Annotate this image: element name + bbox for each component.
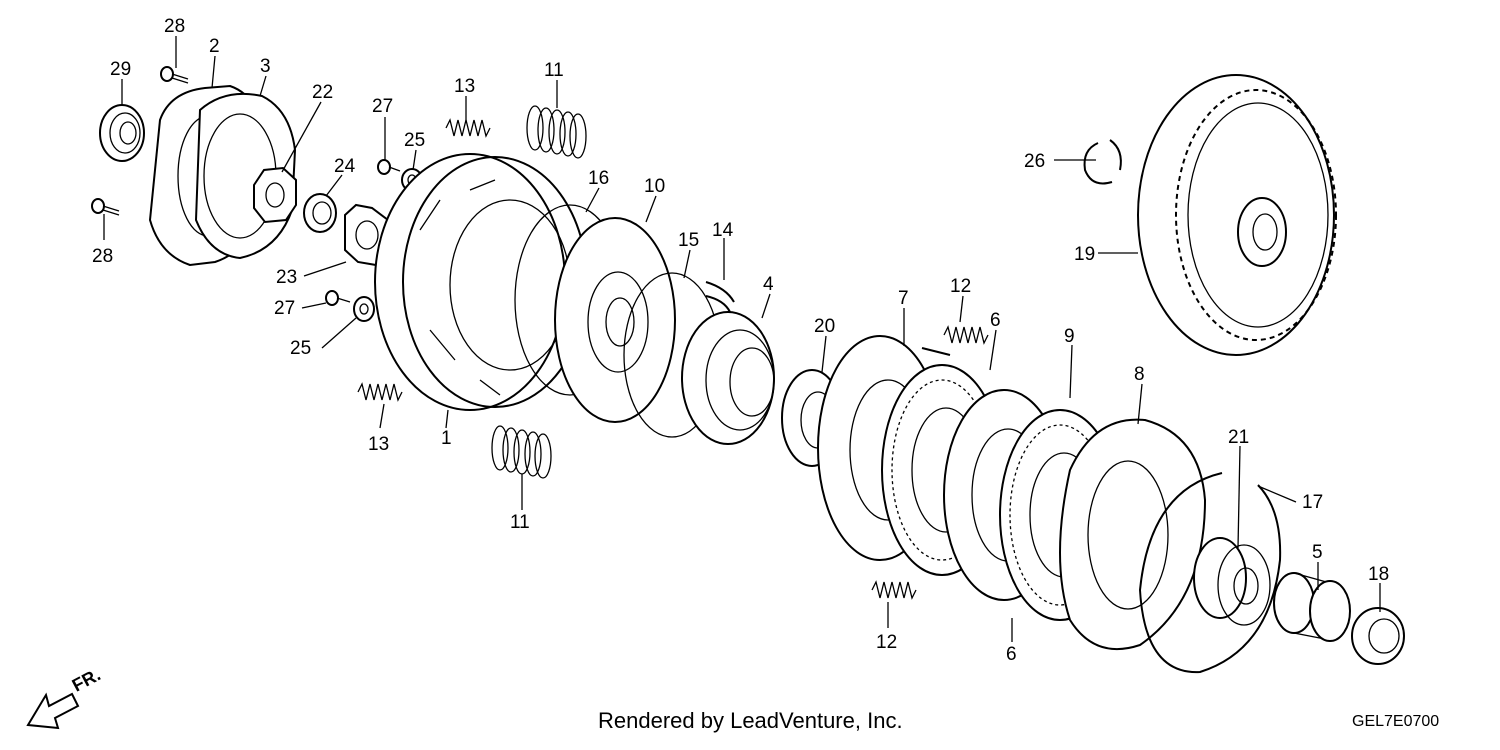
part-spring-11-lower bbox=[491, 425, 552, 479]
callout-17: 17 bbox=[1302, 492, 1323, 513]
leader-lines bbox=[103, 36, 1381, 642]
part-nut-22 bbox=[253, 166, 297, 224]
callout-10: 10 bbox=[644, 176, 665, 197]
part-clip-14 bbox=[705, 281, 735, 313]
callout-11-lower: 11 bbox=[510, 512, 530, 533]
part-plate-10 bbox=[554, 217, 676, 423]
part-end-plate-8 bbox=[1059, 418, 1207, 651]
callout-14: 14 bbox=[712, 220, 734, 241]
callout-20: 20 bbox=[814, 316, 835, 337]
render-credit: Rendered by LeadVenture, Inc. bbox=[598, 708, 903, 733]
front-direction-arrow-icon bbox=[26, 692, 80, 730]
part-spring-13-upper bbox=[445, 118, 491, 138]
callout-1: 1 bbox=[441, 428, 452, 449]
callout-9: 9 bbox=[1064, 326, 1075, 347]
callout-13-lower: 13 bbox=[368, 434, 389, 455]
callout-2: 2 bbox=[209, 36, 220, 57]
callout-28-lower: 28 bbox=[92, 246, 113, 267]
callout-13-upper: 13 bbox=[454, 76, 475, 97]
callout-18: 18 bbox=[1368, 564, 1389, 585]
callout-3: 3 bbox=[260, 56, 271, 77]
callout-26: 26 bbox=[1024, 151, 1045, 172]
callout-7: 7 bbox=[898, 288, 909, 309]
part-circlip-26 bbox=[1083, 139, 1122, 185]
callout-29: 29 bbox=[110, 59, 131, 80]
callout-27-lower: 27 bbox=[274, 298, 295, 319]
callout-5: 5 bbox=[1312, 542, 1323, 563]
part-driven-gear-19 bbox=[1137, 74, 1337, 356]
part-spring-12-lower bbox=[871, 580, 917, 600]
callout-6-lower: 6 bbox=[1006, 644, 1017, 665]
part-spring-12-upper bbox=[943, 325, 989, 345]
part-snap-ring-17 bbox=[1138, 472, 1282, 674]
callout-4: 4 bbox=[763, 274, 774, 295]
callout-25-upper: 25 bbox=[404, 130, 425, 151]
callout-23: 23 bbox=[276, 267, 297, 288]
part-collar-18 bbox=[1351, 607, 1405, 665]
callout-22: 22 bbox=[312, 82, 333, 103]
part-bolt-28-lower bbox=[91, 198, 120, 216]
callout-21: 21 bbox=[1228, 427, 1249, 448]
part-washer-24 bbox=[303, 193, 337, 233]
callout-12-upper: 12 bbox=[950, 276, 971, 297]
callout-labels: 28 2 3 29 22 27 13 11 25 24 16 10 26 28 … bbox=[92, 16, 1389, 665]
callout-6-upper: 6 bbox=[990, 310, 1001, 331]
callout-24: 24 bbox=[334, 156, 356, 177]
callout-27-upper: 27 bbox=[372, 96, 393, 117]
callout-19: 19 bbox=[1074, 244, 1095, 265]
callout-8: 8 bbox=[1134, 364, 1145, 385]
part-bolt-28-upper bbox=[160, 66, 189, 84]
callout-25-lower: 25 bbox=[290, 338, 311, 359]
callout-11-upper: 11 bbox=[544, 60, 564, 81]
part-washer-25-lower bbox=[353, 296, 375, 322]
part-bolt-27-upper bbox=[377, 159, 401, 175]
part-drum-1 bbox=[374, 153, 588, 411]
callout-16: 16 bbox=[588, 168, 609, 189]
part-bearing-29 bbox=[99, 104, 145, 162]
callout-12-lower: 12 bbox=[876, 632, 897, 653]
part-oneway-clutch-4 bbox=[681, 311, 775, 445]
callout-15: 15 bbox=[678, 230, 699, 251]
part-spring-11-upper bbox=[526, 105, 587, 159]
part-needle-bearing-5 bbox=[1273, 572, 1351, 642]
part-gear-21 bbox=[1193, 537, 1271, 626]
callout-28-upper: 28 bbox=[164, 16, 185, 37]
part-spring-13-lower bbox=[357, 382, 403, 402]
part-bolt-27-lower bbox=[325, 290, 351, 306]
diagram-code: GEL7E0700 bbox=[1352, 713, 1440, 730]
